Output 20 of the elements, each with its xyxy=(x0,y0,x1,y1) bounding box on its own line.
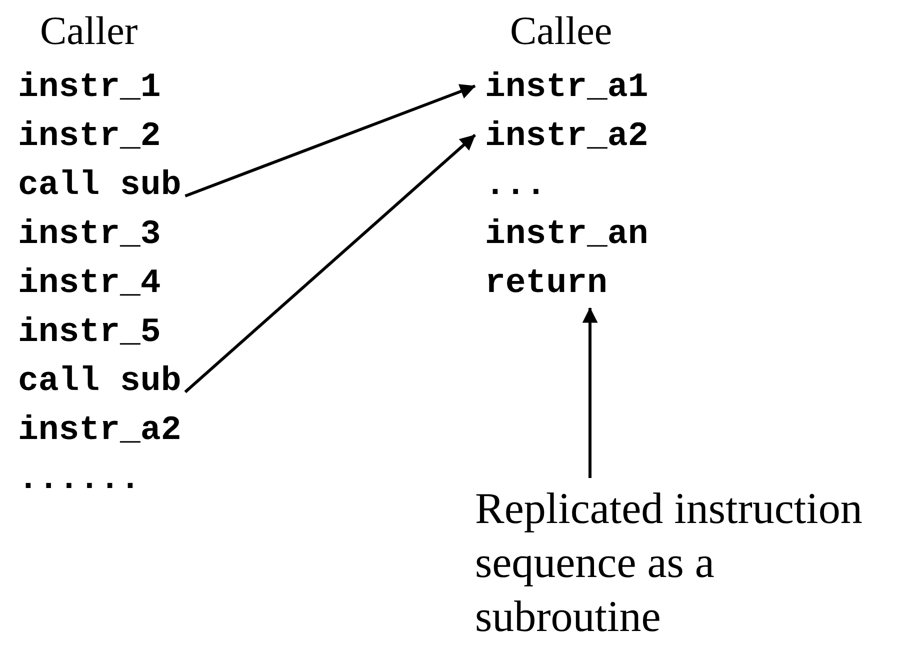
arrow xyxy=(582,307,598,478)
code-line: instr_3 xyxy=(18,215,161,255)
code-line: instr_a2 xyxy=(18,411,182,451)
caption-text: Replicated instruction sequence as a subroutine xyxy=(475,482,895,644)
code-line: instr_an xyxy=(485,215,648,255)
column-heading: Caller xyxy=(40,8,138,54)
code-line: instr_4 xyxy=(18,264,161,304)
code-line: ... xyxy=(485,166,546,206)
arrow xyxy=(184,134,476,394)
column-heading: Callee xyxy=(510,8,612,54)
code-line: instr_1 xyxy=(18,68,161,108)
code-line: call sub xyxy=(18,362,182,402)
code-line: ...... xyxy=(18,460,140,500)
code-line: return xyxy=(485,264,608,304)
arrow xyxy=(184,84,476,198)
code-line: call sub xyxy=(18,166,182,206)
code-line: instr_a1 xyxy=(485,68,648,108)
code-line: instr_2 xyxy=(18,117,161,157)
code-line: instr_5 xyxy=(18,313,161,353)
code-line: instr_a2 xyxy=(485,117,648,157)
